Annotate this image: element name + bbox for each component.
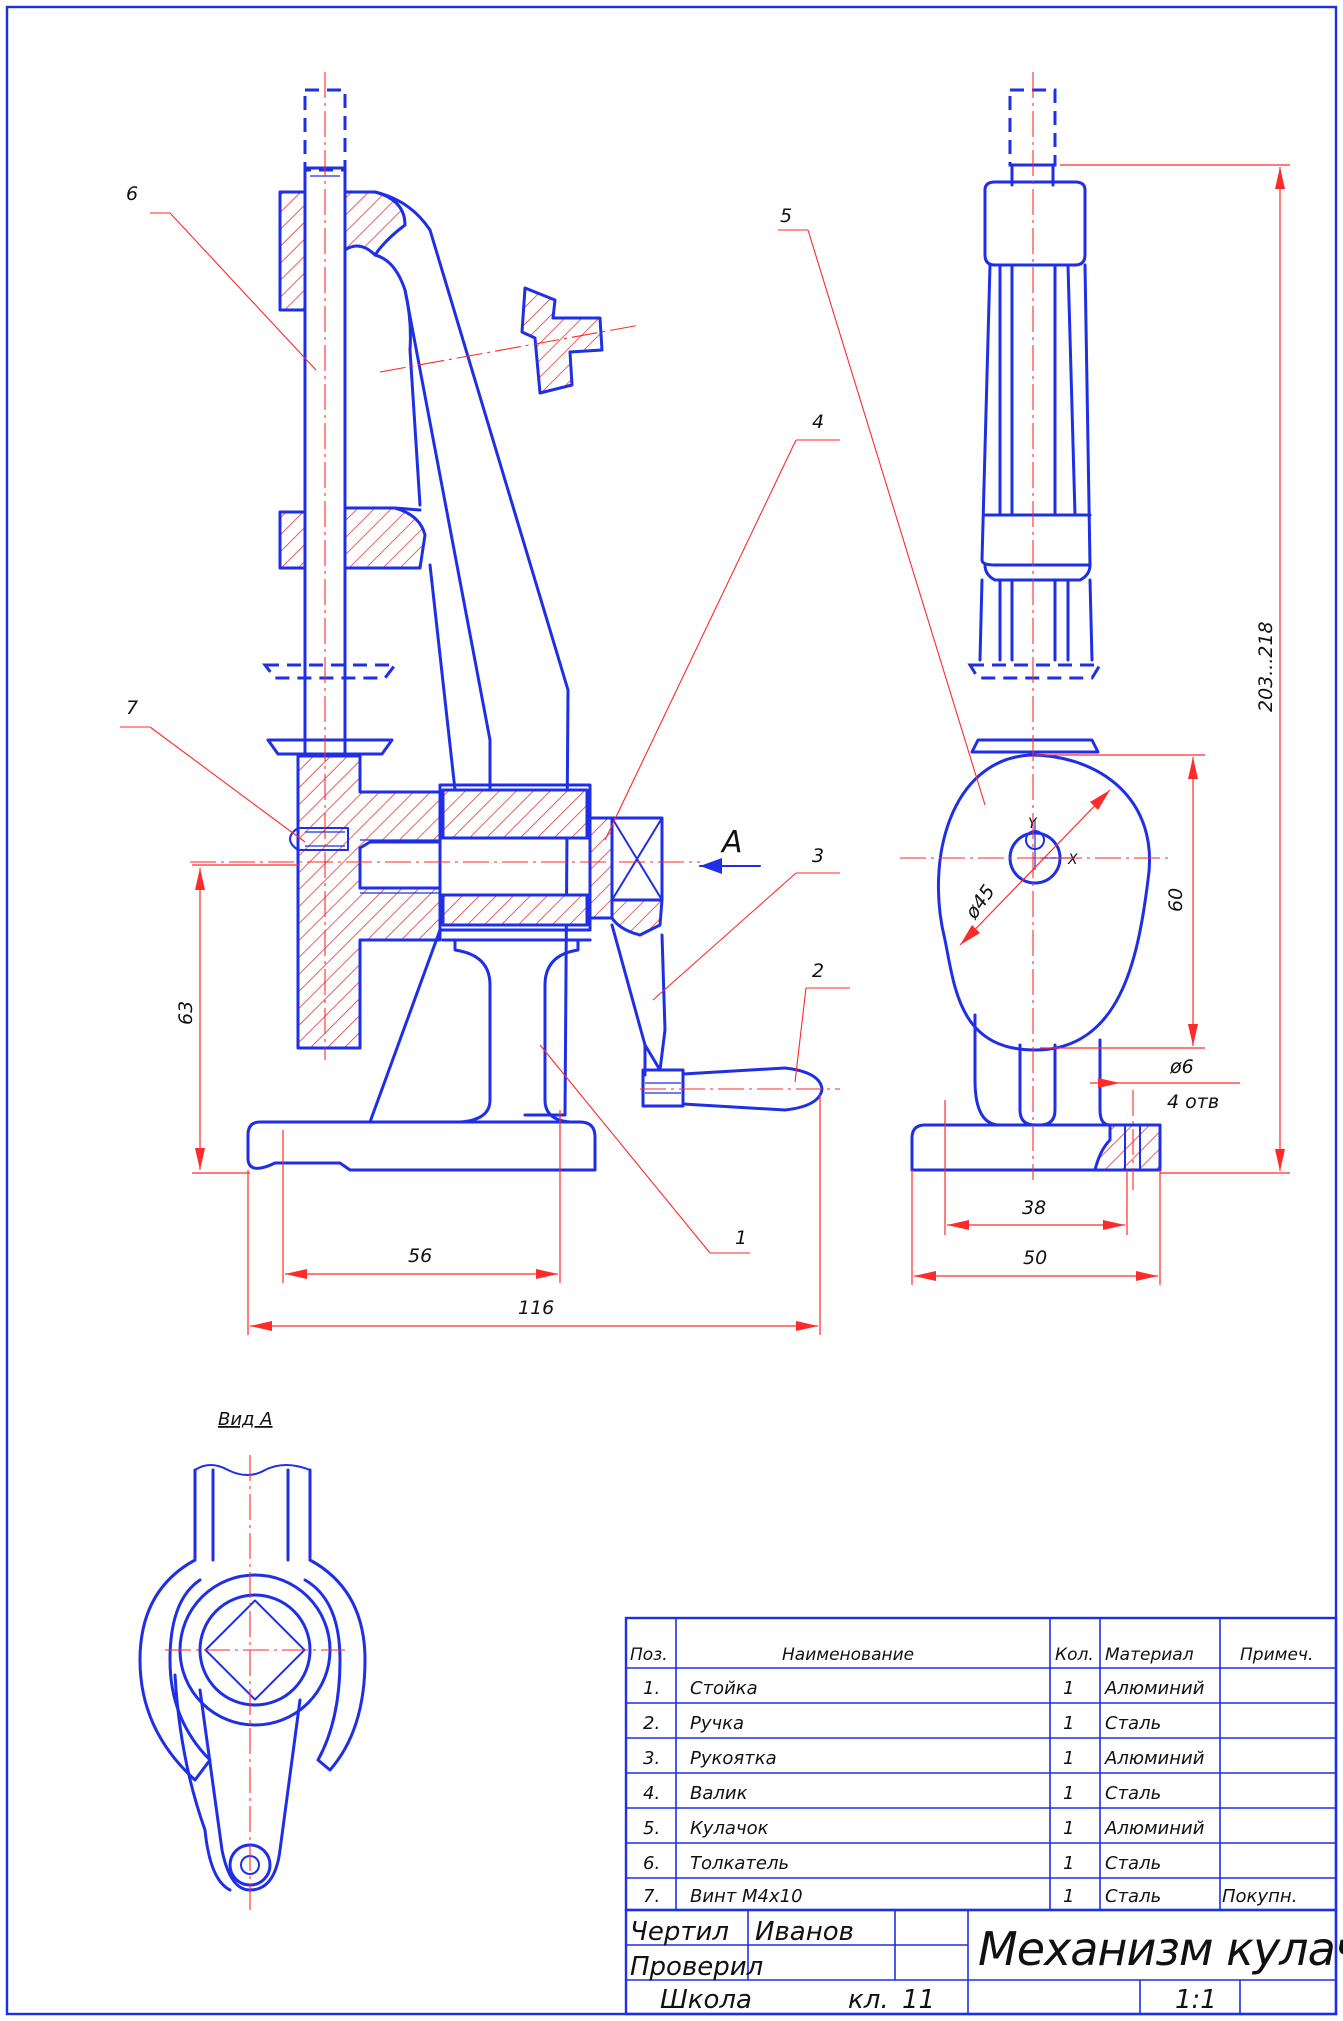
stand-arm xyxy=(278,190,570,1117)
svg-text:1: 1 xyxy=(1063,1713,1074,1734)
table-row: 6. Толкатель 1 Сталь xyxy=(643,1853,1161,1874)
view-arrow-letter: A xyxy=(720,825,743,860)
svg-text:6.: 6. xyxy=(643,1853,660,1874)
drawing-title: Механизм кулачковый xyxy=(978,1922,1343,1976)
revolved-section xyxy=(520,286,604,395)
table-row: 1. Стойка 1 Алюминий xyxy=(643,1678,1205,1699)
dimension-38: 38 xyxy=(1022,1197,1046,1219)
specification-table: Поз. Наименование Кол. Материал Примеч. … xyxy=(624,1616,1338,1912)
front-view: A 6 7 4 3 2 1 63 xyxy=(120,72,850,1335)
class-value: 11 xyxy=(902,1985,935,2015)
header-cell: Кол. xyxy=(1055,1645,1094,1665)
dimension-50: 50 xyxy=(1023,1247,1047,1269)
svg-text:2.: 2. xyxy=(643,1713,660,1734)
svg-text:Покупн.: Покупн. xyxy=(1222,1886,1297,1907)
view-label: Вид А xyxy=(218,1409,273,1430)
dimension-holes: 4 отв xyxy=(1167,1091,1219,1113)
dimension-diameter-6: ø6 xyxy=(1169,1056,1194,1078)
svg-text:Алюминий: Алюминий xyxy=(1104,1678,1205,1699)
svg-text:Валик: Валик xyxy=(690,1783,748,1804)
svg-text:Ручка: Ручка xyxy=(690,1713,744,1734)
position-label: 2 xyxy=(812,960,824,982)
axis-label-x: X xyxy=(1067,852,1078,868)
shaft-hub xyxy=(360,783,664,937)
svg-text:Рукоятка: Рукоятка xyxy=(690,1748,777,1769)
position-label: 6 xyxy=(126,183,138,205)
side-base xyxy=(910,1013,1162,1172)
scale: 1:1 xyxy=(1175,1985,1217,2015)
dimension-60: 60 xyxy=(1165,888,1187,912)
position-label: 1 xyxy=(735,1227,747,1249)
stand-body-section xyxy=(289,754,442,1050)
svg-text:Сталь: Сталь xyxy=(1105,1713,1161,1734)
dimension-63: 63 xyxy=(175,1001,197,1025)
screw xyxy=(297,827,349,851)
table-row: 5. Кулачок 1 Алюминий xyxy=(643,1818,1205,1839)
dimension-56: 56 xyxy=(408,1245,432,1267)
header-cell: Материал xyxy=(1105,1645,1194,1665)
crank xyxy=(610,923,824,1112)
svg-text:Винт М4х10: Винт М4х10 xyxy=(690,1886,803,1907)
table-row: 3. Рукоятка 1 Алюминий xyxy=(643,1748,1205,1769)
dimension-diameter-45: ø45 xyxy=(961,881,1000,924)
title-block: Чертил Иванов Проверил Механизм кулачков… xyxy=(624,1908,1343,2016)
svg-text:1: 1 xyxy=(1063,1748,1074,1769)
school-label: Школа xyxy=(660,1985,752,2015)
svg-text:1: 1 xyxy=(1063,1783,1074,1804)
side-arm xyxy=(978,263,1094,662)
position-labels: 6 7 4 3 2 1 xyxy=(126,183,824,1249)
drawn-label: Чертил xyxy=(630,1917,729,1947)
side-view: Y X 5 ø45 xyxy=(778,72,1290,1285)
table-row: 2. Ручка 1 Сталь xyxy=(643,1713,1161,1734)
view-a: Вид А xyxy=(138,1409,367,1910)
svg-text:Сталь: Сталь xyxy=(1105,1783,1161,1804)
svg-text:Сталь: Сталь xyxy=(1105,1853,1161,1874)
side-upper-boss xyxy=(983,180,1087,267)
position-label: 4 xyxy=(812,411,824,433)
svg-text:Стойка: Стойка xyxy=(690,1678,758,1699)
dimension-stroke: 203...218 xyxy=(1255,621,1277,712)
svg-text:1.: 1. xyxy=(643,1678,660,1699)
svg-text:1: 1 xyxy=(1063,1818,1074,1839)
table-row: 4. Валик 1 Сталь xyxy=(643,1783,1161,1804)
class-label: кл. xyxy=(848,1985,889,2015)
svg-text:Сталь: Сталь xyxy=(1105,1886,1161,1907)
drawn-by: Иванов xyxy=(755,1917,854,1947)
svg-text:7.: 7. xyxy=(643,1886,660,1907)
table-header: Поз. Наименование Кол. Материал Примеч. xyxy=(630,1645,1313,1665)
svg-text:1: 1 xyxy=(1063,1678,1074,1699)
svg-text:1: 1 xyxy=(1063,1853,1074,1874)
rod-collars xyxy=(261,663,399,756)
position-label: 5 xyxy=(780,205,792,227)
svg-text:4.: 4. xyxy=(643,1783,660,1804)
header-cell: Наименование xyxy=(782,1645,914,1665)
svg-text:Алюминий: Алюминий xyxy=(1104,1748,1205,1769)
svg-text:Кулачок: Кулачок xyxy=(690,1818,769,1839)
svg-text:Алюминий: Алюминий xyxy=(1104,1818,1205,1839)
front-dimensions: 63 56 116 xyxy=(175,864,821,1335)
position-label: 7 xyxy=(126,697,138,719)
stand-base xyxy=(246,928,597,1172)
dimension-116: 116 xyxy=(518,1297,554,1319)
leader-lines xyxy=(120,212,850,1254)
svg-text:Толкатель: Толкатель xyxy=(690,1853,789,1874)
svg-text:1: 1 xyxy=(1063,1886,1074,1907)
view-arrow: A xyxy=(699,825,761,874)
header-cell: Примеч. xyxy=(1240,1645,1313,1665)
svg-text:3.: 3. xyxy=(643,1748,660,1769)
section-axis xyxy=(379,324,641,373)
checked-label: Проверил xyxy=(630,1952,763,1982)
table-row: 7. Винт М4х10 1 Сталь Покупн. xyxy=(643,1886,1297,1907)
position-label: 3 xyxy=(812,845,824,867)
svg-text:5.: 5. xyxy=(643,1818,660,1839)
header-cell: Поз. xyxy=(630,1645,668,1665)
